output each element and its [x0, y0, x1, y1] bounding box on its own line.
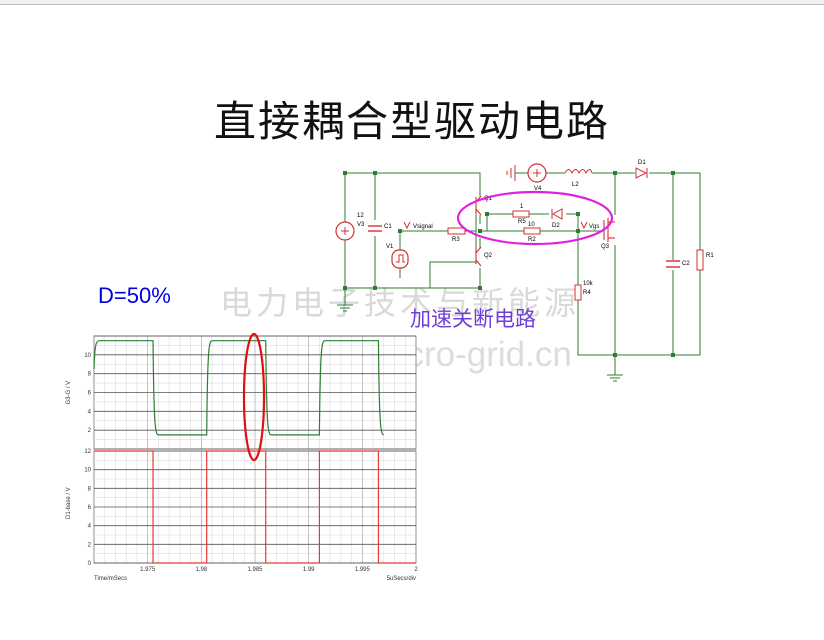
r2-label: R2	[528, 237, 536, 243]
v4-label: V4	[534, 186, 542, 192]
x-scale-label: 5uSecs/div	[387, 576, 416, 582]
x-axis-label: Time/mSecs	[94, 576, 127, 582]
x-tick-label: 1.99	[303, 567, 315, 573]
v3-label: V3	[357, 222, 365, 228]
accelerated-turnoff-highlight	[456, 190, 614, 246]
vgs-probe-icon	[580, 221, 588, 230]
q2-label: Q2	[484, 253, 493, 259]
r3-label: R3	[452, 237, 460, 243]
r5-value-label: 1	[520, 204, 524, 210]
watermark-text: 电力电子技术与新能源	[220, 284, 581, 322]
y-axis-label: D1-base / V	[66, 487, 72, 519]
c2-capacitor-icon	[666, 260, 680, 268]
r2-resistor-icon	[523, 227, 541, 235]
x-tick-label: 1.975	[140, 567, 156, 573]
duty-cycle-label: D=50%	[98, 283, 171, 308]
c1-label: C1	[384, 224, 392, 230]
junction-dots	[343, 171, 675, 357]
ground-left-icon	[337, 288, 353, 312]
v4-source-icon	[527, 163, 547, 183]
y-tick-label: 2	[88, 428, 92, 434]
waveform-trace-1	[93, 340, 385, 436]
vgs-label: Vgs	[589, 224, 599, 230]
r3-resistor-icon	[447, 227, 466, 235]
window-top-border	[0, 0, 824, 5]
q2-transistor-icon	[475, 246, 482, 267]
x-tick-label: 1.98	[195, 567, 207, 573]
y-tick-label: 0	[88, 561, 92, 567]
r4-label: R4	[583, 290, 591, 296]
c1-capacitor-icon	[368, 225, 382, 232]
x-tick-label: 1.985	[247, 567, 263, 573]
y-tick-label: 10	[84, 353, 91, 359]
l2-inductor-icon	[564, 169, 593, 175]
l2-label: L2	[572, 182, 579, 188]
vsignal-label: Vsignal	[413, 224, 433, 230]
r5-resistor-icon	[512, 210, 530, 218]
r5-label: R5	[518, 219, 526, 225]
r1-label: R1	[706, 253, 714, 259]
wires	[344, 172, 701, 375]
y-tick-label: 2	[88, 542, 92, 548]
y-axis-label: G3-G / V	[66, 381, 72, 405]
y-tick-label: 10	[84, 468, 91, 474]
d1-label: D1	[638, 160, 646, 166]
accelerated-turnoff-label: 加速关断电路	[410, 307, 536, 331]
y-tick-label: 8	[88, 486, 92, 492]
r2-value-label: 10	[528, 222, 535, 228]
y-tick-label: 4	[88, 524, 92, 530]
c2-label: C2	[682, 261, 690, 267]
vsignal-probe-icon	[403, 221, 411, 230]
slide-title: 直接耦合型驱动电路	[213, 97, 610, 146]
q1-label: Q1	[484, 196, 493, 202]
turnoff-edge-highlight	[242, 332, 266, 462]
v3-source-icon	[335, 221, 355, 241]
v1-pulse-source-icon	[391, 249, 409, 269]
v3-value-label: 12	[357, 213, 364, 219]
x-tick-label: 2	[414, 567, 418, 573]
ground-symbol-icon	[506, 165, 516, 181]
x-tick-label: 1.995	[355, 567, 371, 573]
y-tick-label: 6	[88, 391, 92, 397]
waveform-trace-2	[94, 450, 416, 564]
r1-resistor-icon	[696, 249, 704, 271]
d2-diode-icon	[551, 208, 563, 220]
ground-right-icon	[607, 374, 623, 382]
d2-label: D2	[552, 223, 560, 229]
r4-value-label: 10k	[583, 281, 594, 287]
d1-diode-icon	[635, 167, 648, 179]
y-tick-label: 4	[88, 409, 92, 415]
y-tick-label: 8	[88, 372, 92, 378]
q3-label: Q3	[601, 244, 610, 250]
y-tick-label: 12	[84, 449, 91, 455]
r4-resistor-icon	[574, 284, 582, 301]
v1-label: V1	[386, 244, 394, 250]
y-tick-label: 6	[88, 505, 92, 511]
